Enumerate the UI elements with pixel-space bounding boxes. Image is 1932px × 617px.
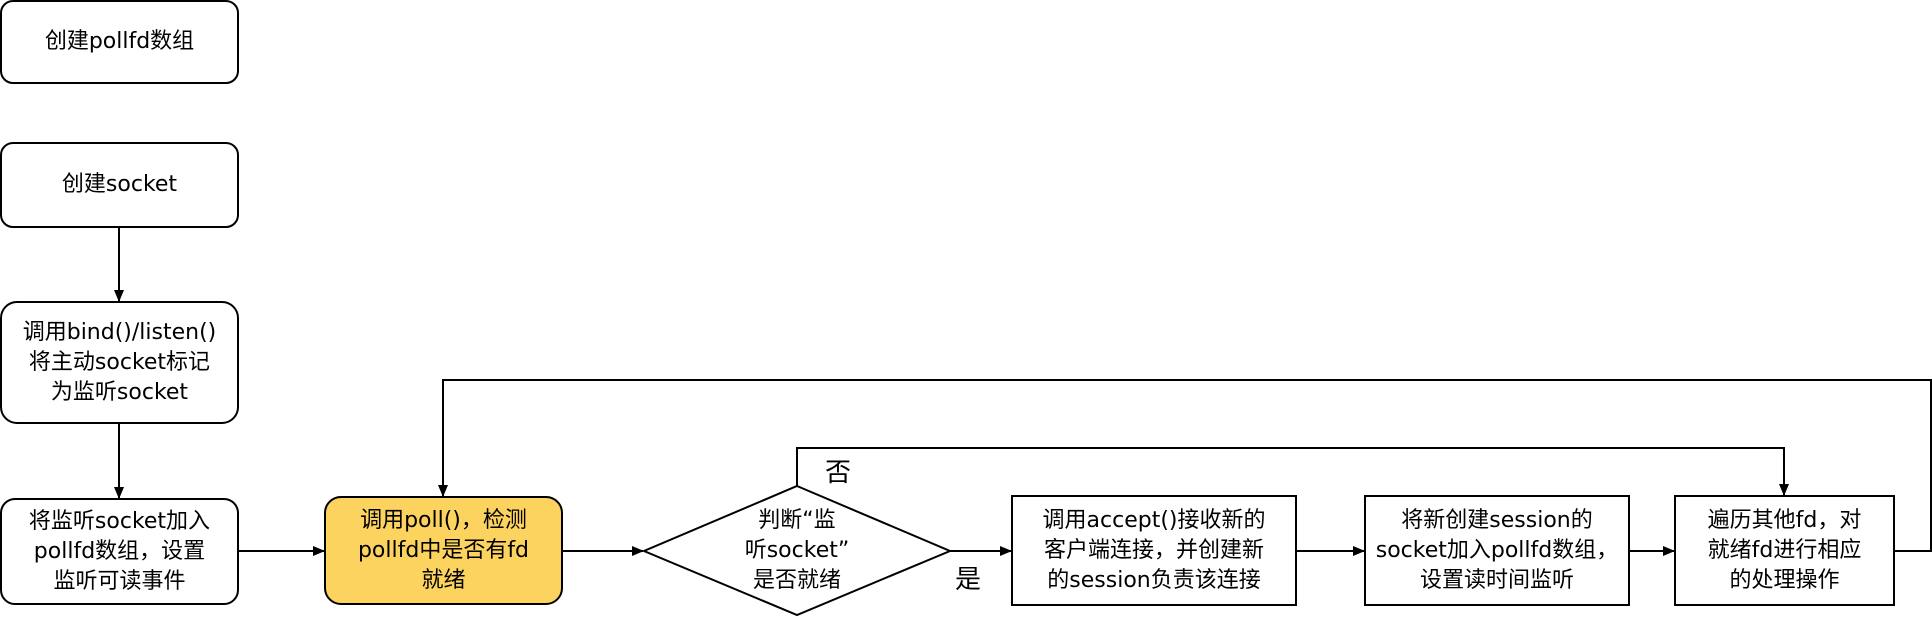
node-create-pollfd: 创建pollfd数组 <box>44 29 195 54</box>
node-create-pollfd-shape <box>0 0 239 84</box>
edge-traverse-loop-to-poll <box>438 379 1932 552</box>
node-add-session: 将新创建session的 socket加入pollfd数组， 设置读时间监听 <box>1375 507 1619 593</box>
edge-decision-no-to-traverse <box>796 447 1789 496</box>
node-bind-listen: 调用bind()/listen() 将主动socket标记 为监听socket <box>22 319 217 405</box>
edge-label-no: 否 <box>825 458 852 488</box>
node-accept: 调用accept()接收新的 客户端连接，并创建新 的session负责该连接 <box>1042 507 1266 593</box>
edge-label-yes: 是 <box>955 565 982 595</box>
node-decision: 判断“监 听socket” 是否就绪 <box>744 508 850 593</box>
node-traverse: 遍历其他fd，对 就绪fd进行相应 的处理操作 <box>1707 507 1862 593</box>
node-accept-shape <box>1011 495 1297 606</box>
node-add-listen: 将监听socket加入 pollfd数组，设置 监听可读事件 <box>28 508 211 594</box>
node-call-poll: 调用poll()，检测 pollfd中是否有fd 就绪 <box>357 507 530 593</box>
node-decision-shape <box>641 484 953 617</box>
node-add-session-shape <box>1364 495 1630 606</box>
node-traverse-shape <box>1674 495 1895 606</box>
node-create-socket: 创建socket <box>61 172 178 197</box>
